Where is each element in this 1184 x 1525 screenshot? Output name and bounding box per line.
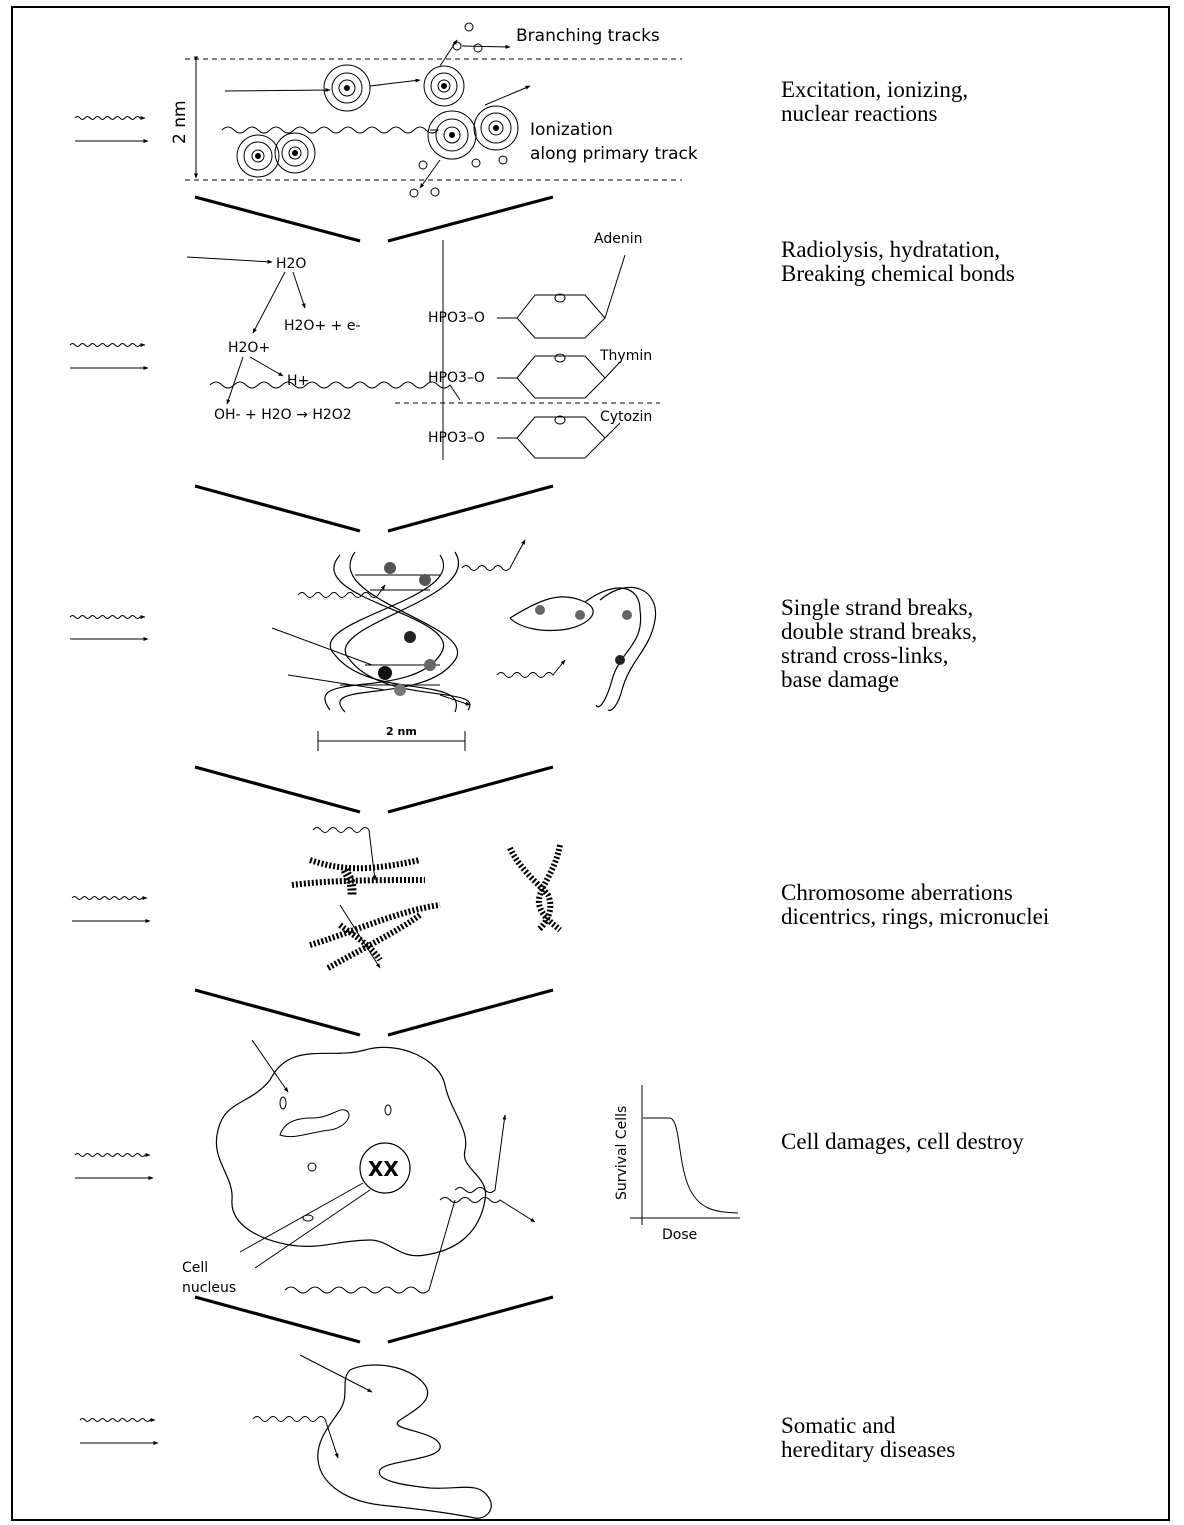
- svg-text:HPO3–O: HPO3–O: [428, 310, 485, 326]
- incoming-radiation-arrows: [70, 117, 158, 1444]
- separator-chevron-1: [195, 197, 553, 241]
- stage-organism-illustration: [253, 1355, 491, 1518]
- caption-chromosome: Chromosome aberrations dicentrics, rings…: [781, 881, 1049, 929]
- proton-label: H+: [287, 373, 309, 389]
- caption-line: base damage: [781, 668, 977, 692]
- atom-5: [237, 135, 279, 177]
- caption-line: Cell damages, cell destroy: [781, 1130, 1024, 1154]
- caption-line: Somatic and: [781, 1414, 955, 1438]
- peroxide-reaction-label: OH- + H2O → H2O2: [214, 407, 352, 423]
- survival-ylabel: Survival Cells: [614, 1106, 630, 1200]
- separator-chevron-2: [195, 486, 553, 531]
- atom-2: [424, 66, 464, 106]
- atom-3: [428, 111, 476, 159]
- caption-line: strand cross-links,: [781, 644, 977, 668]
- ion-products-label: H2O+ + e-: [284, 318, 360, 334]
- scale-label-2nm: 2 nm: [170, 100, 190, 144]
- water-label: H2O: [276, 256, 306, 272]
- radiation-pair-5: [75, 1154, 153, 1179]
- caption-line: Radiolysis, hydratation,: [781, 238, 1015, 262]
- base-adenin-label: Adenin: [594, 231, 642, 247]
- chromosome-pair-bottom: [310, 905, 440, 968]
- caption-line: dicentrics, rings, micronuclei: [781, 905, 1049, 929]
- caption-line: double strand breaks,: [781, 620, 977, 644]
- radiation-pair-2: [70, 344, 148, 369]
- caption-organism: Somatic and hereditary diseases: [781, 1414, 955, 1462]
- svg-text:HPO3–O: HPO3–O: [428, 430, 485, 446]
- chromosome-x-right: [510, 845, 560, 930]
- nucleus-chromosomes-glyph: XX: [368, 1157, 399, 1181]
- caption-line: Chromosome aberrations: [781, 881, 1049, 905]
- caption-line: nuclear reactions: [781, 102, 968, 126]
- caption-line: Single strand breaks,: [781, 596, 977, 620]
- ionization-label: Ionization: [530, 120, 613, 140]
- cell-membrane: [216, 1047, 485, 1255]
- stage-physical-illustration: 2 nm Branching tracks Ionization along p…: [170, 23, 698, 197]
- primary-track-label: along primary track: [530, 144, 698, 164]
- radiation-pair-1: [75, 117, 148, 142]
- survival-xlabel: Dose: [662, 1227, 697, 1243]
- caption-line: Breaking chemical bonds: [781, 262, 1015, 286]
- stage-chromosome-illustration: [292, 828, 560, 969]
- dna-scale-label: 2 nm: [386, 725, 417, 738]
- atom-4: [474, 106, 518, 150]
- caption-line: hereditary diseases: [781, 1438, 955, 1462]
- stage-cell-illustration: XX Cell nucleus Survival Cells Dose: [182, 1040, 740, 1296]
- water-ion-label: H2O+: [228, 340, 270, 356]
- caption-dna: Single strand breaks, double strand brea…: [781, 596, 977, 692]
- survival-curve-chart: Survival Cells Dose: [614, 1085, 740, 1243]
- separator-chevron-3: [195, 767, 553, 812]
- stage-dna-illustration: 2 nm: [272, 540, 656, 751]
- nucleotide-cytozin: HPO3–O Cytozin: [428, 409, 652, 458]
- separator-chevron-4: [195, 990, 553, 1035]
- radiation-pair-3: [70, 616, 148, 640]
- caption-chemical: Radiolysis, hydratation, Breaking chemic…: [781, 238, 1015, 286]
- base-cytozin-label: Cytozin: [600, 409, 652, 425]
- cell-nucleus-label-line1: Cell: [182, 1260, 208, 1276]
- dna-broken-fragment-right: [497, 587, 656, 710]
- separator-chevron-5: [195, 1297, 553, 1342]
- svg-text:HPO3–O: HPO3–O: [428, 370, 485, 386]
- radiation-pair-6: [80, 1419, 158, 1444]
- atom-6: [275, 133, 315, 173]
- radiation-pair-4: [72, 897, 150, 922]
- base-thymin-label: Thymin: [599, 348, 652, 364]
- nucleotide-thymin: HPO3–O Thymin: [428, 348, 652, 398]
- dna-double-helix-left: [272, 540, 525, 712]
- chromosome-pair-top: [292, 860, 425, 895]
- caption-physical: Excitation, ionizing, nuclear reactions: [781, 78, 968, 126]
- caption-line: Excitation, ionizing,: [781, 78, 968, 102]
- branching-tracks-label: Branching tracks: [516, 26, 660, 46]
- stage-chemical-illustration: H2O H2O+ + e- H2O+ H+ OH- + H2O → H2O2 H…: [187, 231, 660, 460]
- nucleotide-adenin: HPO3–O Adenin: [428, 231, 642, 338]
- organism-outline: [318, 1365, 492, 1518]
- cell-nucleus-label-line2: nucleus: [182, 1280, 236, 1296]
- caption-cell: Cell damages, cell destroy: [781, 1130, 1024, 1154]
- atom-1: [324, 65, 370, 111]
